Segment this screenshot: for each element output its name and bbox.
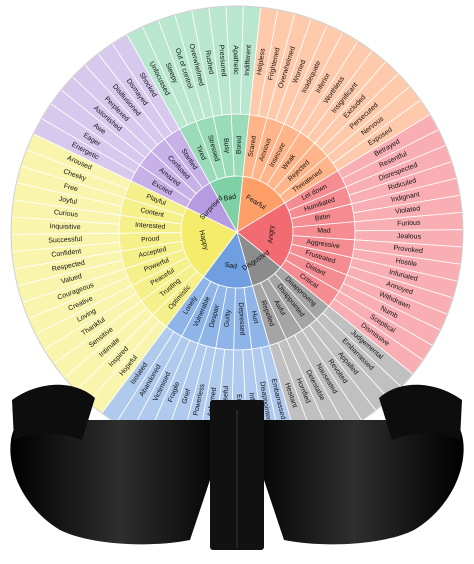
middle-label-bitter: Bitter: [314, 213, 332, 223]
middle-label-guilty: Guilty: [224, 309, 233, 328]
middle-label-scared: Scared: [247, 135, 258, 158]
outer-label-grief: Grief: [181, 388, 192, 405]
outer-label-apathetic: Apathetic: [232, 45, 239, 75]
outer-label-rushed: Rushed: [204, 50, 215, 75]
outer-label-provoked: Provoked: [393, 245, 423, 255]
outer-label-pressured: Pressured: [217, 44, 227, 76]
outer-label-inquisitive: Inquisitive: [49, 223, 80, 231]
core-label-happy: Happy: [197, 230, 209, 252]
middle-label-depressed: Depressed: [237, 302, 246, 335]
outer-label-hostile: Hostile: [395, 258, 417, 269]
display-stand: [10, 384, 464, 550]
middle-label-busy: Busy: [222, 138, 231, 154]
core-label-angry: Angry: [268, 224, 276, 243]
middle-label-mad: Mad: [317, 228, 331, 235]
stand-right-leg: [244, 420, 464, 545]
outer-label-jealous: Jealous: [397, 233, 422, 241]
outer-label-helpless: Helpless: [256, 47, 267, 75]
outer-label-curious: Curious: [54, 209, 79, 219]
middle-label-hurt: Hurt: [250, 310, 259, 324]
outer-label-confident: Confident: [51, 248, 82, 259]
core-label-bad: Bad: [223, 193, 237, 202]
middle-label-aggressive: Aggressive: [306, 239, 340, 251]
middle-label-proud: Proud: [141, 235, 160, 244]
middle-label-bored: Bored: [236, 136, 244, 155]
stand-right-foot: [379, 384, 462, 440]
outer-label-violated: Violated: [395, 205, 421, 215]
outer-label-free: Free: [63, 183, 79, 193]
middle-label-interested: Interested: [135, 222, 166, 231]
outer-label-furious: Furious: [397, 220, 421, 228]
stand-left-leg: [10, 420, 231, 545]
outer-label-indifferent: Indifferent: [244, 45, 253, 76]
outer-label-successful: Successful: [48, 236, 83, 245]
outer-label-joyful: Joyful: [58, 196, 78, 206]
stand-left-foot: [12, 384, 95, 440]
core-label-sad: Sad: [224, 262, 238, 271]
